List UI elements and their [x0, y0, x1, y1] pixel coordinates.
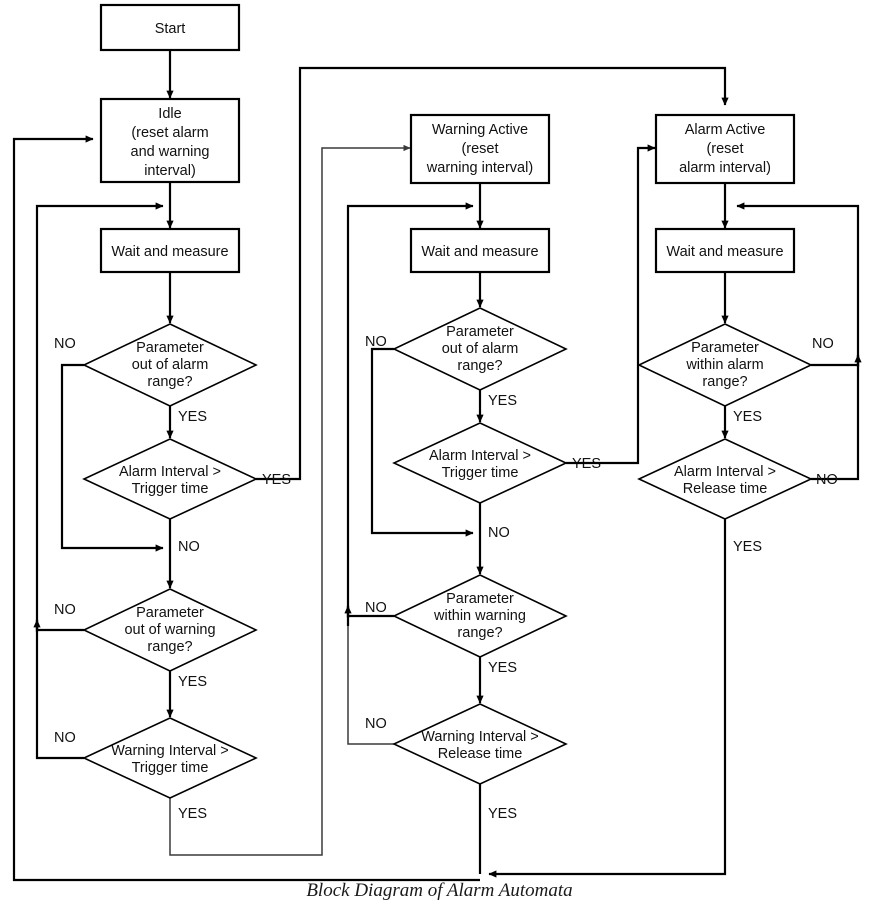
wire-c2-param-warning-no	[344, 202, 474, 626]
wire-c3-d2-yes-to-bus	[488, 519, 727, 878]
col3-d1-no-label: NO	[812, 336, 834, 352]
col1-idle-line3: and warning	[131, 144, 210, 160]
col3-d2-yes-label: YES	[733, 539, 762, 555]
figure-caption: Block Diagram of Alarm Automata	[306, 880, 573, 901]
col1-start-node: Start	[99, 3, 241, 52]
col2-d3-line1: Parameter	[446, 591, 514, 607]
col2-d4-line2: Release time	[438, 746, 523, 762]
wire-c1-alarm-trigger-yes-to-alarm-active	[256, 66, 729, 481]
col2-d1-yes-label: YES	[488, 393, 517, 409]
col2-d4-yes-label: YES	[488, 806, 517, 822]
col1-d3-line1: Parameter	[136, 605, 204, 621]
col3-state-line3: alarm interval)	[679, 160, 771, 176]
col2-d2-no-label: NO	[488, 525, 510, 541]
col2-d3-yes-label: YES	[488, 660, 517, 676]
col1-wait-node: Wait and measure	[99, 227, 241, 274]
col1-d3-line3: range?	[147, 639, 192, 655]
col2-decision-warning-interval: Warning Interval > Release time	[392, 703, 568, 785]
col2-d3-line2: within warning	[433, 608, 526, 624]
col2-d4-line1: Warning Interval >	[421, 729, 539, 745]
wire-c2-alarm-trigger-yes-to-alarm-active	[566, 144, 656, 465]
col2-d1-line3: range?	[457, 358, 502, 374]
col1-d3-no-label: NO	[54, 602, 76, 618]
wire-global-return-to-idle	[12, 135, 480, 882]
col2-d1-line1: Parameter	[446, 324, 514, 340]
col3-alarm-active-node: Alarm Active (reset alarm interval)	[654, 113, 796, 185]
col2-d2-line2: Trigger time	[442, 465, 519, 481]
col2-state-line3: warning interval)	[426, 160, 533, 176]
col1-decision-param-alarm: Parameter out of alarm range?	[82, 323, 258, 407]
col1-d1-line1: Parameter	[136, 340, 204, 356]
col2-state-line2: (reset	[461, 141, 498, 157]
col2-d2-line1: Alarm Interval >	[429, 448, 531, 464]
wire-c1-warning-trigger-no	[35, 640, 84, 760]
col3-d2-no-label: NO	[816, 472, 838, 488]
col1-idle-line4: interval)	[144, 163, 196, 179]
col1-d2-line1: Alarm Interval >	[119, 464, 221, 480]
col3-d1-yes-label: YES	[733, 409, 762, 425]
col2-d3-no-label: NO	[365, 600, 387, 616]
col1-decision-param-warning: Parameter out of warning range?	[82, 588, 258, 672]
wire-c1-param-alarm-no	[60, 363, 164, 552]
col3-d1-line3: range?	[702, 374, 747, 390]
col1-d3-yes-label: YES	[178, 674, 207, 690]
wire-c3-param-alarm-no	[736, 202, 862, 375]
col2-d1-no-label: NO	[365, 334, 387, 350]
col1-d1-line2: out of alarm	[132, 357, 209, 373]
col1-decision-warning-interval: Warning Interval > Trigger time	[82, 717, 258, 799]
col1-d4-yes-label: YES	[178, 806, 207, 822]
col2-wait-node: Wait and measure	[409, 227, 551, 274]
col3-state-line2: (reset	[706, 141, 743, 157]
col1-decision-alarm-interval: Alarm Interval > Trigger time	[82, 438, 258, 520]
col1-wait-label: Wait and measure	[111, 244, 228, 260]
col3-wait-label: Wait and measure	[666, 244, 783, 260]
wire-c1-param-warning-no	[33, 202, 164, 640]
col1-d2-no-label: NO	[178, 539, 200, 555]
col3-decision-alarm-interval: Alarm Interval > Release time	[637, 438, 813, 520]
col2-d1-line2: out of alarm	[442, 341, 519, 357]
wire-c2-warning-release-no	[347, 626, 394, 745]
col1-d4-line2: Trigger time	[132, 760, 209, 776]
col2-wait-label: Wait and measure	[421, 244, 538, 260]
col1-d4-line1: Warning Interval >	[111, 743, 229, 759]
col2-state-line1: Warning Active	[432, 122, 528, 138]
col1-d3-line2: out of warning	[124, 622, 215, 638]
col3-wait-node: Wait and measure	[654, 227, 796, 274]
wire-c2-param-alarm-no	[370, 347, 474, 537]
col1-idle-line1: Idle	[158, 106, 181, 122]
col1-d1-line3: range?	[147, 374, 192, 390]
col1-d4-no-label: NO	[54, 730, 76, 746]
col1-start-label: Start	[155, 21, 186, 37]
col3-decision-param-alarm: Parameter within alarm range?	[637, 323, 813, 407]
col3-d1-line1: Parameter	[691, 340, 759, 356]
col3-d2-line1: Alarm Interval >	[674, 464, 776, 480]
col1-idle-line2: (reset alarm	[131, 125, 208, 141]
col2-warning-active-node: Warning Active (reset warning interval)	[409, 113, 551, 185]
col2-decision-alarm-interval: Alarm Interval > Trigger time	[392, 422, 568, 504]
col3-d2-line2: Release time	[683, 481, 768, 497]
wire-c1-warning-trigger-yes-to-warning-active	[169, 144, 411, 856]
col2-decision-param-warning: Parameter within warning range?	[392, 574, 568, 658]
col1-idle-node: Idle (reset alarm and warning interval)	[99, 97, 241, 184]
col2-d4-no-label: NO	[365, 716, 387, 732]
wire-c3-alarm-release-no	[811, 375, 860, 481]
col2-d3-line3: range?	[457, 625, 502, 641]
col2-decision-param-alarm: Parameter out of alarm range?	[392, 307, 568, 391]
col3-d1-line2: within alarm	[685, 357, 763, 373]
col3-state-line1: Alarm Active	[685, 122, 766, 138]
col1-d1-yes-label: YES	[178, 409, 207, 425]
col1-d2-line2: Trigger time	[132, 481, 209, 497]
col1-d1-no-label: NO	[54, 336, 76, 352]
col1-d2-yes-label: YES	[262, 472, 291, 488]
